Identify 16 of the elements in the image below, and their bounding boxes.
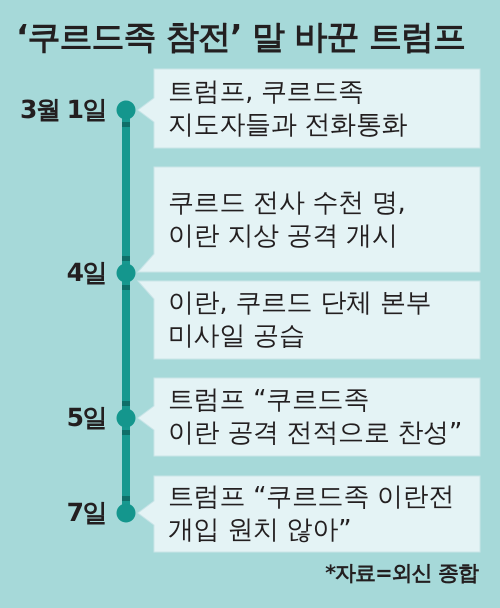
date-label: 7일 (66, 498, 106, 528)
event-text: 쿠르드 전사 수천 명, 이란 지상 공격 개시 (168, 187, 406, 253)
title: ‘쿠르드족 참전’ 말 바꾼 트럼프 (16, 16, 466, 58)
speech-bubble (138, 167, 480, 272)
date-label: 3월 1일 (20, 95, 106, 125)
speech-bubble (138, 476, 480, 552)
speech-bubble (138, 378, 480, 456)
event-text: 트럼프, 쿠르드족 지도자들과 전화통화 (168, 76, 408, 142)
speech-bubble (138, 69, 480, 148)
date-label: 5일 (66, 403, 106, 433)
date-label: 4일 (66, 258, 106, 288)
event-text: 트럼프 “쿠르드족 이란전 개입 원치 않아” (168, 481, 454, 547)
event-text: 트럼프 “쿠르드족 이란 공격 전적으로 찬성” (168, 384, 462, 450)
event-text: 이란, 쿠르드 단체 본부 미사일 공습 (168, 287, 432, 353)
speech-bubble (138, 281, 480, 359)
source-note: *자료=외신 종합 (325, 560, 478, 586)
